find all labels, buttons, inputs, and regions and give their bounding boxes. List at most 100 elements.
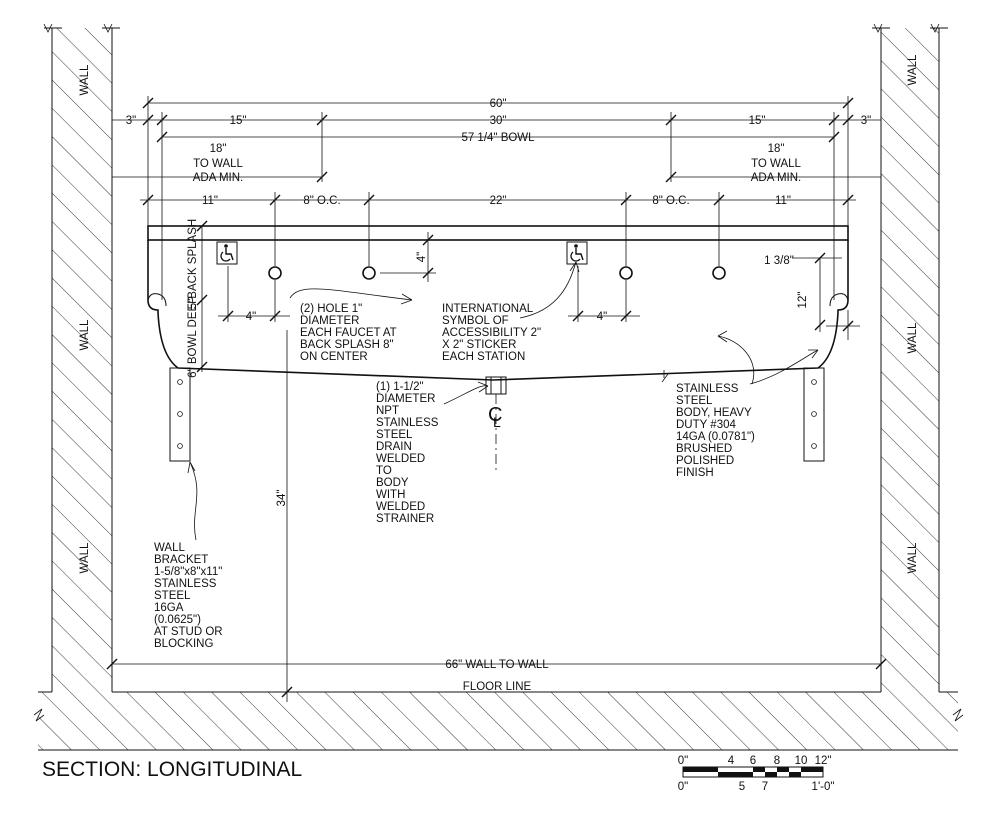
dimension-labels: 60" 3" 3" 15" 30" 15" 57 1/4" BOWL 18" T…: [126, 98, 871, 693]
svg-text:STAINLESS: STAINLESS: [676, 383, 739, 395]
svg-text:(0.0625"): (0.0625"): [154, 614, 201, 626]
bowl-deep-label: 6" BOWL DEEP: [187, 296, 199, 378]
svg-text:ON CENTER: ON CENTER: [300, 351, 368, 363]
ada-left-line-1: 18": [210, 143, 227, 155]
dim-left-11-label: 11": [202, 195, 218, 207]
dim-row-5: [140, 192, 856, 266]
dim-center-30-label: 30": [490, 115, 507, 127]
scale-top-4: 10: [795, 755, 808, 767]
wall-label: WALL: [907, 322, 919, 353]
dim-ada: [112, 171, 881, 183]
svg-text:C: C: [488, 404, 502, 426]
svg-text:BLOCKING: BLOCKING: [154, 638, 213, 650]
back-splash-label: 5"BACK SPLASH: [187, 219, 199, 309]
svg-text:L: L: [493, 414, 501, 430]
svg-text:WALL: WALL: [154, 542, 185, 554]
dim-right-8oc-label: 8" O.C.: [652, 195, 689, 207]
scale-bottom-3: 1'-0": [812, 781, 835, 793]
svg-text:ACCESSIBILITY 2": ACCESSIBILITY 2": [442, 327, 541, 339]
scale-bottom-0: 0": [678, 781, 688, 793]
dim-bowl-label: 57 1/4" BOWL: [461, 132, 535, 144]
scale-bottom-1: 5: [739, 781, 745, 793]
dim-symbol-4-label: 4": [416, 252, 428, 262]
rim-label: 1 3/8": [764, 255, 794, 267]
scale-top-3: 8: [774, 755, 780, 767]
svg-text:DIAMETER: DIAMETER: [376, 393, 435, 405]
wall-labels: WALL WALL WALL WALL WALL WALL: [79, 54, 919, 573]
svg-text:14GA (0.0781"): 14GA (0.0781"): [676, 431, 755, 443]
svg-text:STEEL: STEEL: [376, 429, 413, 441]
svg-text:DIAMETER: DIAMETER: [300, 315, 359, 327]
dim-left-end-label: 3": [126, 115, 136, 127]
dim-mid-22-label: 22": [490, 195, 507, 207]
svg-text:BRUSHED: BRUSHED: [676, 443, 732, 455]
faucet-hole: [268, 266, 282, 280]
svg-text:NPT: NPT: [376, 405, 399, 417]
svg-text:WITH: WITH: [376, 489, 405, 501]
svg-text:BODY, HEAVY: BODY, HEAVY: [676, 407, 752, 419]
wall-label: WALL: [79, 542, 91, 573]
ada-right-line-1: 18": [768, 143, 785, 155]
ada-right-line-3: ADA MIN.: [751, 172, 801, 184]
svg-text:EACH FAUCET AT: EACH FAUCET AT: [300, 327, 397, 339]
right-wall: [872, 23, 948, 692]
drain: C L: [485, 376, 507, 470]
svg-text:1-5/8"x8"x11": 1-5/8"x8"x11": [154, 566, 222, 578]
drawing-title: SECTION: LONGITUDINAL: [42, 758, 302, 781]
svg-text:WELDED: WELDED: [376, 501, 425, 513]
scale-top-2: 6: [750, 755, 756, 767]
wall-label: WALL: [79, 319, 91, 350]
wall-bracket-right: [803, 367, 825, 462]
scale-top-5: 12": [815, 755, 832, 767]
scale-bar: 0" 4 6 8 10 12" 0" 5 7 1'-0": [678, 755, 835, 793]
ada-left-line-2: TO WALL: [193, 158, 243, 170]
dim-overall-label: 60": [490, 98, 507, 110]
dim-bowl: [156, 131, 840, 143]
dim-4-right: [568, 266, 640, 322]
accessibility-symbol-icon: [216, 241, 238, 265]
svg-text:DUTY #304: DUTY #304: [676, 419, 736, 431]
faucet-hole: [362, 266, 376, 280]
dim-overall: [142, 96, 854, 226]
note-bracket: WALL BRACKET 1-5/8"x8"x11" STAINLESS STE…: [154, 542, 223, 650]
svg-text:STAINLESS: STAINLESS: [376, 417, 439, 429]
svg-text:STAINLESS: STAINLESS: [154, 578, 217, 590]
wall-bracket-left: [169, 367, 191, 462]
svg-text:STRAINER: STRAINER: [376, 513, 434, 525]
svg-text:STEEL: STEEL: [676, 395, 713, 407]
leaders: [187, 261, 819, 541]
dim-left-15-label: 15": [230, 115, 247, 127]
dim-height: [281, 330, 293, 702]
dim-left-4-label: 4": [246, 311, 256, 323]
dim-wall-to-wall: [106, 658, 887, 670]
left-wall: [43, 23, 120, 692]
wall-label: WALL: [907, 54, 919, 85]
svg-text:BACK SPLASH 8": BACK SPLASH 8": [300, 339, 394, 351]
svg-text:X 2" STICKER: X 2" STICKER: [442, 339, 516, 351]
dim-right-4-label: 4": [597, 311, 607, 323]
dim-left-8oc-label: 8" O.C.: [303, 195, 340, 207]
svg-text:WELDED: WELDED: [376, 453, 425, 465]
ada-left-line-3: ADA MIN.: [193, 172, 243, 184]
note-drain: (1) 1-1/2" DIAMETER NPT STAINLESS STEEL …: [376, 381, 439, 525]
svg-text:POLISHED: POLISHED: [676, 455, 734, 467]
svg-text:EACH STATION: EACH STATION: [442, 351, 525, 363]
faucet-hole: [712, 266, 726, 280]
note-body: STAINLESS STEEL BODY, HEAVY DUTY #304 14…: [676, 383, 755, 479]
ada-right-line-2: TO WALL: [751, 158, 801, 170]
faucet-holes: [268, 266, 726, 280]
dim-right-vertical: [792, 252, 860, 340]
svg-text:DRAIN: DRAIN: [376, 441, 412, 453]
dim-back-splash: [196, 220, 208, 373]
faucet-hole: [619, 266, 633, 280]
dim-right-15-label: 15": [749, 115, 766, 127]
note-faucet-hole: (2) HOLE 1" DIAMETER EACH FAUCET AT BACK…: [300, 303, 397, 363]
dim-right-end-label: 3": [861, 115, 871, 127]
svg-text:BODY: BODY: [376, 477, 409, 489]
svg-text:STEEL: STEEL: [154, 590, 191, 602]
wall-label: WALL: [907, 542, 919, 573]
svg-text:SYMBOL OF: SYMBOL OF: [442, 315, 509, 327]
accessibility-symbol-icon: [566, 241, 588, 265]
svg-text:FINISH: FINISH: [676, 467, 714, 479]
